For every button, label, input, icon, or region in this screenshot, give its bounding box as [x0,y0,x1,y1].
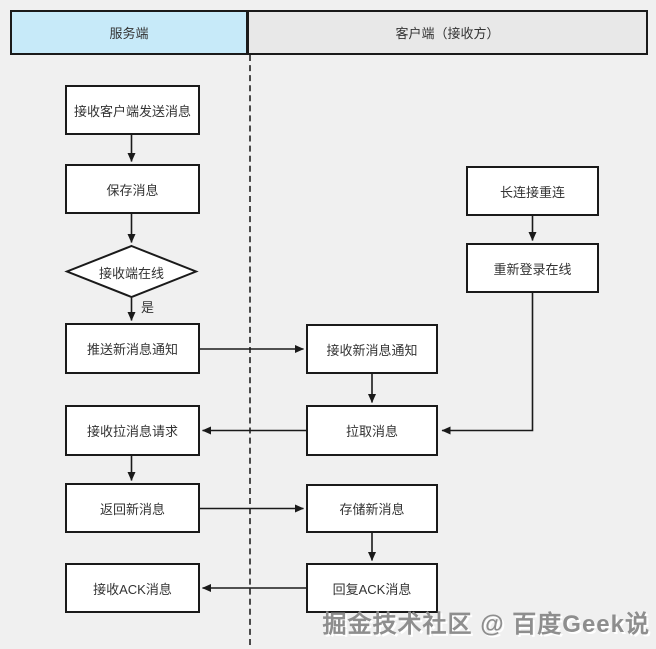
watermark: 掘金技术社区 @ 百度Geek说 [322,611,650,638]
node-save-msg: 保存消息 [65,164,200,214]
node-return-new-msg: 返回新消息 [65,483,200,533]
lane-divider [249,55,251,645]
node-store-new-msg: 存储新消息 [306,484,438,533]
swimlane-header: 服务端 客户端（接收方） [10,10,648,55]
node-receive-client-msg: 接收客户端发送消息 [65,85,200,135]
server-lane-header: 服务端 [12,12,249,53]
decision-yes-label: 是 [141,300,155,315]
node-receive-ack-msg: 接收ACK消息 [65,563,200,613]
node-receive-new-msg-notify: 接收新消息通知 [306,324,438,374]
arrow-relogin-to-pull [441,293,534,435]
decision-receiver-online: 接收端在线 [98,266,164,281]
node-push-new-msg-notify: 推送新消息通知 [65,323,200,374]
node-pull-msg: 拉取消息 [306,405,438,456]
node-receive-pull-msg-request: 接收拉消息请求 [65,405,200,456]
node-reply-ack-msg: 回复ACK消息 [306,563,438,613]
node-long-connection-reconnect: 长连接重连 [466,166,599,216]
client-lane-header: 客户端（接收方） [249,12,646,53]
node-relogin-online: 重新登录在线 [466,243,599,293]
